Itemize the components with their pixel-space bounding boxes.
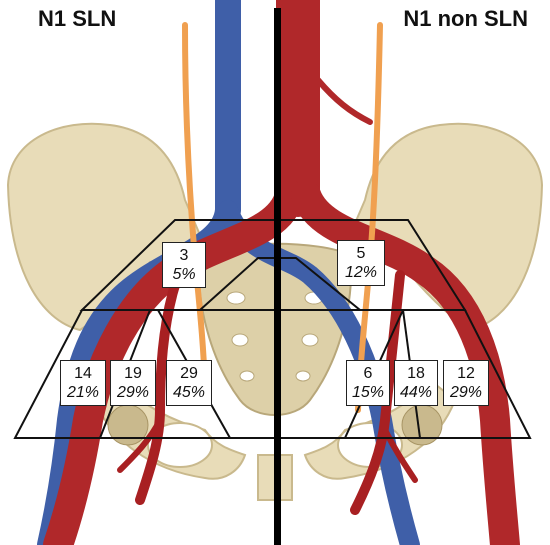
- zone-percent: 12%: [344, 264, 378, 281]
- zone-box-right-external: 12 29%: [443, 360, 489, 406]
- zone-count: 12: [457, 365, 475, 382]
- zone-count: 3: [179, 247, 189, 264]
- zone-count: 19: [124, 365, 142, 382]
- center-divider: [274, 8, 281, 545]
- zone-box-left-presacral: 3 5%: [162, 242, 206, 288]
- zone-percent: 45%: [172, 384, 206, 401]
- zone-box-left-internal: 29 45%: [166, 360, 212, 406]
- zone-count: 5: [356, 245, 366, 262]
- zone-percent: 15%: [351, 384, 385, 401]
- zone-box-right-internal: 6 15%: [346, 360, 390, 406]
- zone-count: 14: [74, 365, 92, 382]
- zone-percent: 29%: [449, 384, 483, 401]
- zone-percent: 5%: [172, 266, 196, 283]
- zone-percent: 44%: [399, 384, 433, 401]
- zone-count: 29: [180, 365, 198, 382]
- zone-count: 18: [407, 365, 425, 382]
- zone-box-right-obturator: 18 44%: [394, 360, 438, 406]
- zone-box-left-obturator: 19 29%: [110, 360, 156, 406]
- iliac-arteries: [43, 0, 520, 545]
- zone-box-left-external: 14 21%: [60, 360, 106, 406]
- zone-percent: 29%: [116, 384, 150, 401]
- zone-count: 6: [363, 365, 373, 382]
- zone-box-right-presacral: 5 12%: [337, 240, 385, 286]
- title-n1-non-sln: N1 non SLN: [403, 6, 528, 31]
- title-n1-sln: N1 SLN: [38, 6, 117, 31]
- zone-percent: 21%: [66, 384, 100, 401]
